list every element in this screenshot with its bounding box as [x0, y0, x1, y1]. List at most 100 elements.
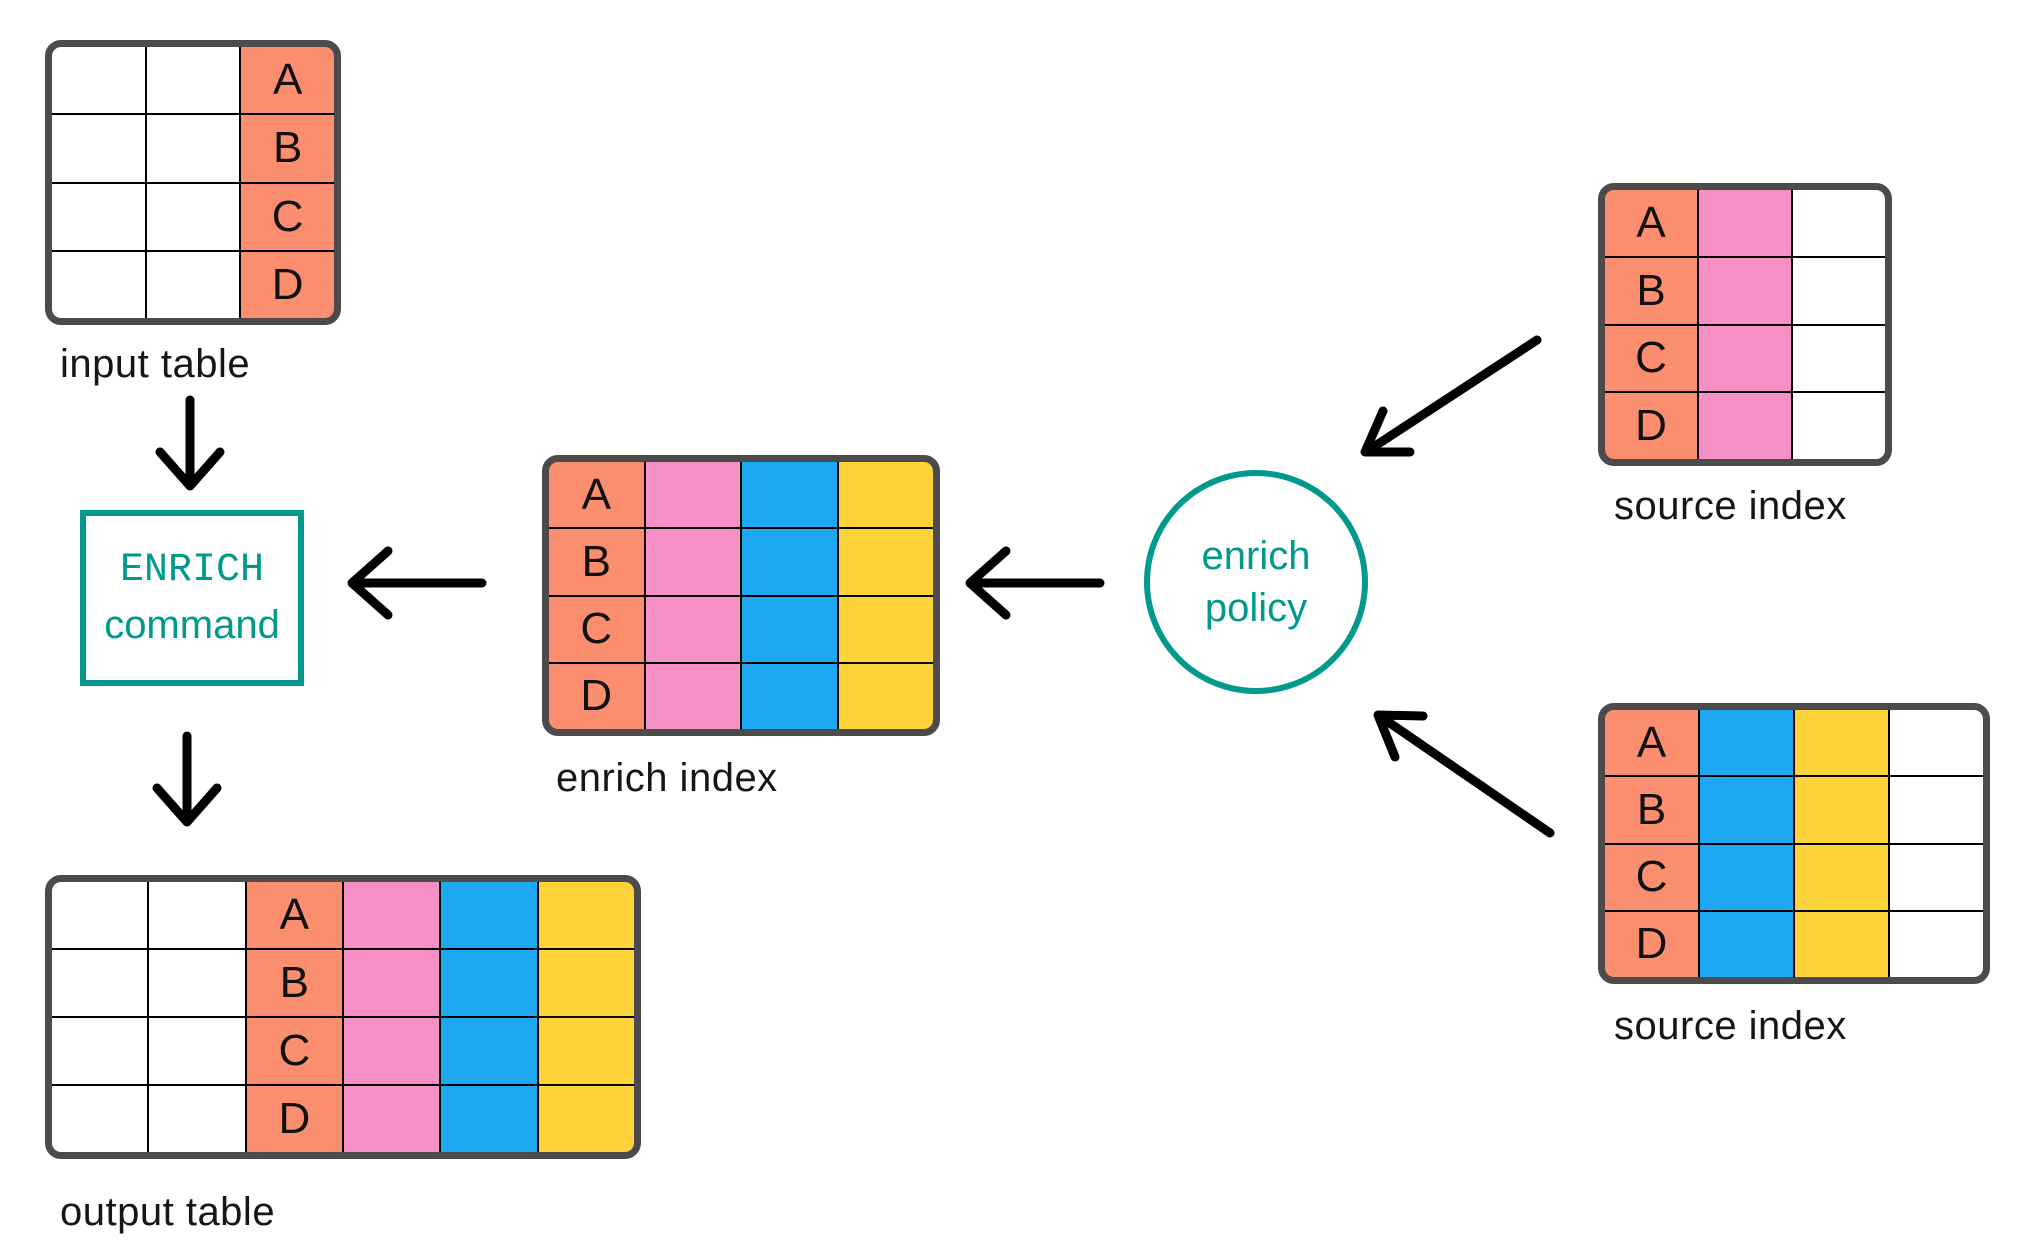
output-cell-blue: [441, 882, 537, 948]
source-index-bottom-table: A B C D: [1598, 703, 1990, 984]
output-cell-blue: [441, 1086, 537, 1152]
enrich-cell-blue: [742, 596, 837, 662]
source-bottom-cell-empty: [1890, 844, 1983, 910]
output-cell-empty: [52, 950, 148, 1016]
output-cell-yellow: [538, 1086, 634, 1152]
source-bottom-cell-empty: [1890, 777, 1983, 843]
input-cell-key-c: C: [241, 183, 334, 250]
enrich-policy-line2: policy: [1204, 586, 1308, 630]
enrich-cell-blue: [742, 663, 837, 729]
enrich-cell-pink: [645, 462, 740, 528]
source-bottom-cell-empty: [1890, 911, 1983, 977]
input-cell-key-d: D: [241, 251, 334, 318]
input-cell-empty: [52, 251, 145, 318]
output-cell-pink: [344, 1086, 440, 1152]
enrich-cell-pink: [645, 596, 740, 662]
input-cell-empty: [52, 47, 145, 114]
input-cell-empty: [146, 183, 240, 250]
output-cell-blue: [441, 950, 537, 1016]
input-table-label: input table: [60, 342, 251, 386]
enrich-cell-key-a: A: [549, 462, 644, 528]
input-cell-empty: [146, 115, 240, 182]
input-cell-key-a: A: [241, 47, 334, 114]
output-table-label: output table: [60, 1190, 276, 1234]
enrich-policy-line1: enrich: [1201, 534, 1311, 578]
enrich-cell-key-c: C: [549, 596, 644, 662]
arrow-policy-to-index: [965, 546, 1105, 620]
output-cell-pink: [344, 950, 440, 1016]
source-bottom-cell-blue: [1700, 710, 1793, 776]
source-bottom-cell-yellow: [1795, 777, 1888, 843]
source-index-top-table: A B C D: [1598, 183, 1892, 466]
enrich-cell-yellow: [838, 529, 933, 595]
enrich-cell-pink: [645, 529, 740, 595]
enrich-policy-node: enrich policy: [1144, 470, 1368, 694]
source-bottom-cell-yellow: [1795, 710, 1888, 776]
source-top-cell-pink: [1699, 393, 1791, 459]
input-cell-empty: [146, 251, 240, 318]
output-cell-key-a: A: [246, 882, 342, 948]
source-top-cell-empty: [1793, 393, 1885, 459]
input-cell-empty: [52, 115, 145, 182]
source-top-cell-pink: [1699, 325, 1791, 392]
arrow-command-to-output: [152, 731, 222, 827]
source-top-cell-empty: [1793, 325, 1885, 392]
source-top-cell-empty: [1793, 190, 1885, 256]
source-top-cell-pink: [1699, 190, 1791, 256]
enrich-cell-blue: [742, 529, 837, 595]
arrow-source-top-to-policy: [1360, 335, 1542, 457]
output-cell-empty: [149, 1086, 245, 1152]
source-bottom-cell-yellow: [1795, 911, 1888, 977]
source-bottom-cell-key-c: C: [1605, 844, 1698, 910]
output-cell-pink: [344, 882, 440, 948]
output-cell-pink: [344, 1018, 440, 1084]
source-bottom-cell-key-d: D: [1605, 911, 1698, 977]
input-cell-key-b: B: [241, 115, 334, 182]
output-cell-yellow: [538, 950, 634, 1016]
enrich-index-table: A B C D: [542, 455, 940, 736]
output-cell-empty: [149, 950, 245, 1016]
source-top-cell-pink: [1699, 257, 1791, 324]
output-cell-blue: [441, 1018, 537, 1084]
arrow-source-bottom-to-policy: [1373, 710, 1555, 838]
enrich-command-node: ENRICH command: [80, 510, 304, 686]
source-top-cell-empty: [1793, 257, 1885, 324]
enrich-cell-key-d: D: [549, 663, 644, 729]
source-bottom-cell-blue: [1700, 911, 1793, 977]
output-cell-empty: [149, 882, 245, 948]
source-bottom-cell-blue: [1700, 777, 1793, 843]
output-cell-key-b: B: [246, 950, 342, 1016]
output-cell-key-c: C: [246, 1018, 342, 1084]
arrow-index-to-command: [347, 546, 487, 620]
source-bottom-cell-key-b: B: [1605, 777, 1698, 843]
enrich-cell-pink: [645, 663, 740, 729]
source-top-cell-key-c: C: [1605, 325, 1697, 392]
output-cell-empty: [52, 882, 148, 948]
output-table: A B C D: [45, 875, 641, 1159]
enrich-cell-yellow: [838, 596, 933, 662]
enrich-cell-yellow: [838, 462, 933, 528]
output-cell-key-d: D: [246, 1086, 342, 1152]
enrich-command-line1: ENRICH: [119, 548, 265, 593]
source-index-top-label: source index: [1614, 484, 1847, 528]
output-cell-empty: [149, 1018, 245, 1084]
output-cell-empty: [52, 1086, 148, 1152]
enrich-index-label: enrich index: [556, 756, 778, 800]
output-cell-yellow: [538, 1018, 634, 1084]
input-cell-empty: [146, 47, 240, 114]
enrich-command-line2: command: [104, 603, 280, 647]
enrich-cell-blue: [742, 462, 837, 528]
enrich-cell-key-b: B: [549, 529, 644, 595]
source-index-bottom-label: source index: [1614, 1004, 1847, 1048]
output-cell-empty: [52, 1018, 148, 1084]
arrow-input-to-command: [155, 395, 225, 491]
source-bottom-cell-empty: [1890, 710, 1983, 776]
output-cell-yellow: [538, 882, 634, 948]
input-cell-empty: [52, 183, 145, 250]
enrich-cell-yellow: [838, 663, 933, 729]
source-top-cell-key-b: B: [1605, 257, 1697, 324]
source-top-cell-key-a: A: [1605, 190, 1697, 256]
source-top-cell-key-d: D: [1605, 393, 1697, 459]
source-bottom-cell-blue: [1700, 844, 1793, 910]
